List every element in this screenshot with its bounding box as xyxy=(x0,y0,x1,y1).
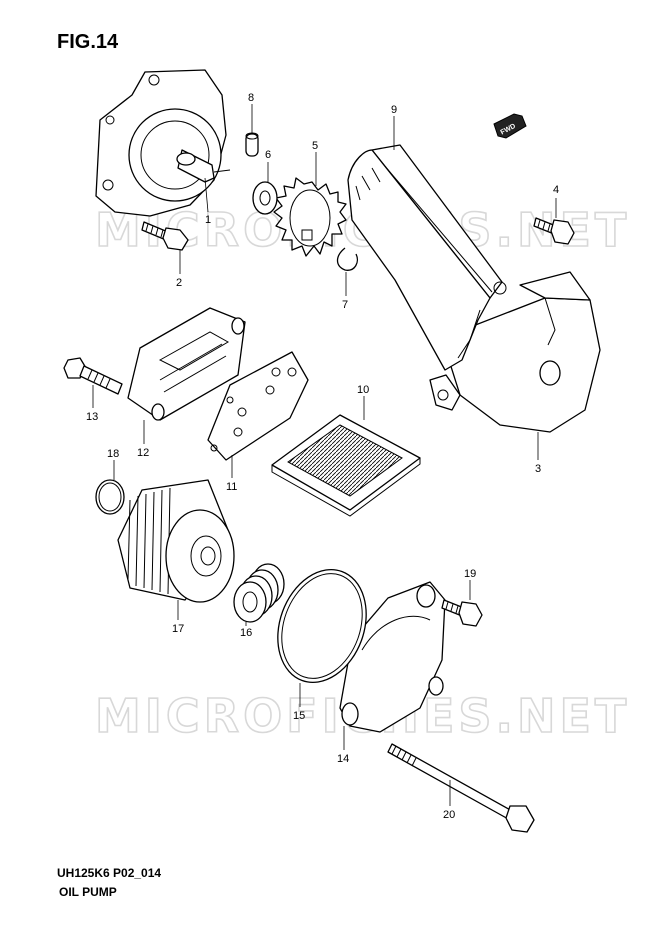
part-20-long-bolt[interactable] xyxy=(387,743,535,833)
callout-15: 15 xyxy=(293,710,305,722)
part-16-spring[interactable] xyxy=(233,563,285,623)
callout-13: 13 xyxy=(86,411,98,423)
callout-17: 17 xyxy=(172,623,184,635)
part-17-oil-filter[interactable] xyxy=(117,479,235,603)
footer-code: UH125K6 P02_014 xyxy=(57,866,162,880)
part-15-o-ring[interactable] xyxy=(263,557,382,695)
part-8-pin[interactable] xyxy=(245,132,259,157)
callout-20: 20 xyxy=(443,809,455,821)
part-3-chain-cover[interactable] xyxy=(429,271,601,433)
part-7-circlip[interactable] xyxy=(336,247,359,271)
callout-7: 7 xyxy=(342,299,348,311)
callout-4: 4 xyxy=(553,184,559,196)
callout-6: 6 xyxy=(265,149,271,161)
part-14-filter-cover[interactable] xyxy=(339,581,446,733)
part-18-o-ring[interactable] xyxy=(95,479,125,515)
callout-9: 9 xyxy=(391,104,397,116)
callout-16: 16 xyxy=(240,627,252,639)
part-10-strainer[interactable] xyxy=(271,414,421,517)
part-11-gasket[interactable] xyxy=(207,351,309,461)
figure-title: FIG.14 xyxy=(57,31,119,53)
callout-10: 10 xyxy=(357,384,369,396)
part-4-bolt[interactable] xyxy=(533,217,575,245)
part-19-bolt[interactable] xyxy=(441,599,483,627)
callout-1: 1 xyxy=(205,214,211,226)
callout-leaders xyxy=(92,104,557,806)
callout-5: 5 xyxy=(312,140,318,152)
part-6-washer[interactable] xyxy=(252,181,278,215)
fwd-badge: FWD xyxy=(493,113,527,139)
part-9-chain[interactable] xyxy=(347,144,507,371)
callout-3: 3 xyxy=(535,463,541,475)
part-2-bolt[interactable] xyxy=(141,221,189,251)
callout-18: 18 xyxy=(107,448,119,460)
callout-8: 8 xyxy=(248,92,254,104)
callout-2: 2 xyxy=(176,277,182,289)
part-5-sprocket[interactable] xyxy=(273,177,347,257)
part-12-pump-plate[interactable] xyxy=(127,307,246,421)
callout-12: 12 xyxy=(137,447,149,459)
part-1-oil-pump[interactable] xyxy=(95,69,231,217)
callout-14: 14 xyxy=(337,753,349,765)
callout-labels: 1 2 3 4 5 6 7 8 9 10 11 12 13 14 15 16 1… xyxy=(86,92,559,821)
callout-11: 11 xyxy=(226,481,237,493)
footer-name: OIL PUMP xyxy=(59,885,117,899)
part-13-bolt[interactable] xyxy=(63,357,123,395)
callout-19: 19 xyxy=(464,568,476,580)
